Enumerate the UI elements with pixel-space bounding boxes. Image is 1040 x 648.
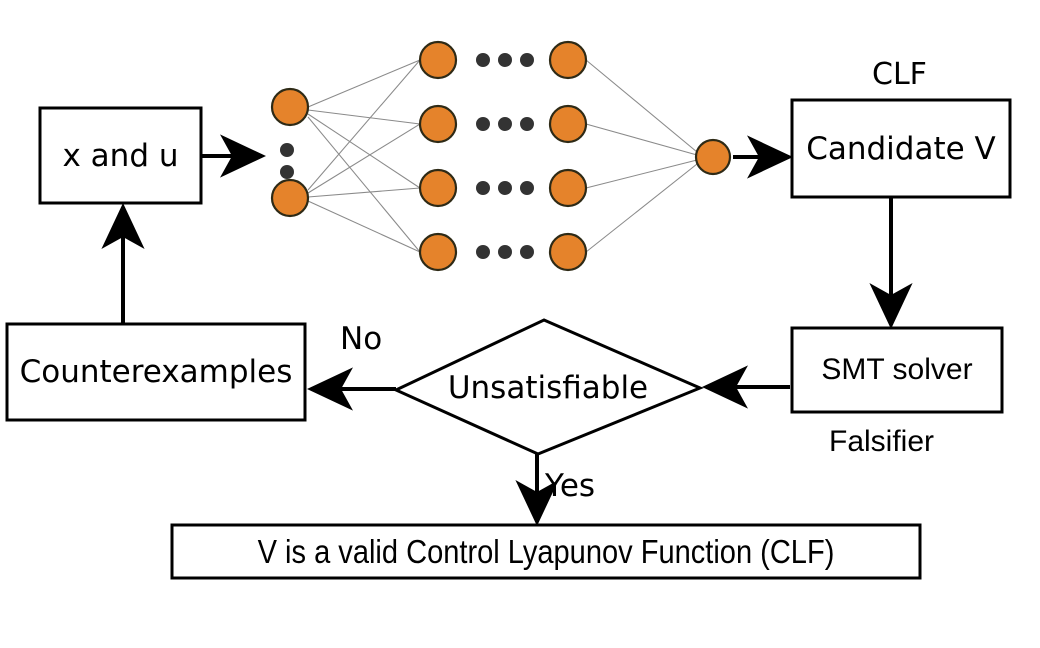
counterexamples-box-label: Counterexamples	[19, 354, 293, 390]
falsifier-caption: Falsifier	[829, 425, 935, 458]
flow-boxes	[5, 98, 1012, 580]
edge-label-yes: Yes	[545, 468, 596, 504]
smt-box-shape	[790, 326, 1004, 414]
candidate-box-shape	[790, 98, 1012, 199]
candidate-box-label: Candidate V	[806, 130, 996, 167]
network-output-connections	[585, 59, 698, 253]
network-neurons	[270, 40, 732, 272]
result-box-label: V is a valid Control Lyapunov Function (…	[257, 532, 835, 570]
smt-box-label: SMT solver	[821, 353, 973, 386]
counterexamples-box-shape	[5, 322, 307, 422]
clf-caption: CLF	[872, 57, 927, 92]
edge-label-no: No	[340, 321, 383, 357]
input-box-label: x and u	[62, 137, 179, 174]
ellipsis-dots	[280, 53, 534, 259]
result-box-shape	[170, 523, 922, 580]
decision-diamond-label: Unsatisfiable	[447, 370, 649, 406]
flow-arrows	[101, 134, 913, 526]
network-connections	[307, 59, 421, 253]
